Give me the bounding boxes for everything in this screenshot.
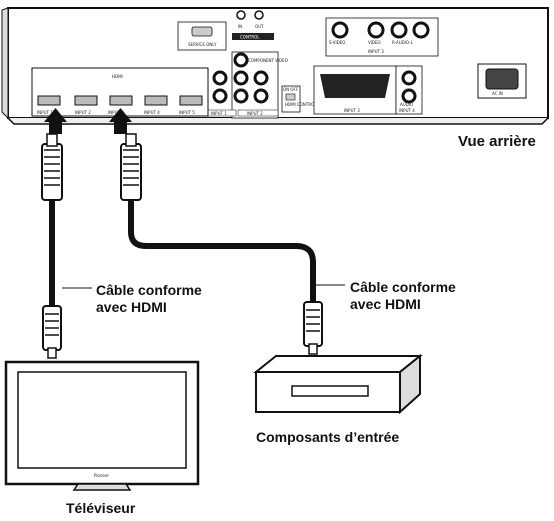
svg-text:INPUT 5: INPUT 5 — [179, 110, 195, 115]
svg-text:INPUT 2: INPUT 2 — [247, 111, 263, 116]
hdmi-control-switch: ON OFF HDMI CONTROL — [281, 85, 317, 113]
svg-text:SERVICE ONLY: SERVICE ONLY — [188, 42, 217, 47]
rear-panel: SERVICE ONLY IN OUT CONTROL COMPONENT VI… — [1, 7, 549, 125]
svg-text:HDMI: HDMI — [112, 74, 123, 79]
svg-text:COMPONENT VIDEO: COMPONENT VIDEO — [248, 58, 288, 63]
cable-label-left-line2: avec HDMI — [96, 299, 167, 315]
svg-text:HDMI CONTROL: HDMI CONTROL — [285, 102, 317, 107]
input-component-device — [253, 353, 423, 415]
service-only-port: SERVICE ONLY — [177, 21, 227, 51]
svg-text:INPUT 2: INPUT 2 — [75, 110, 91, 115]
svg-text:OUT: OUT — [255, 24, 264, 29]
svg-text:INPUT 1: INPUT 1 — [37, 110, 53, 115]
component-video-jacks: COMPONENT VIDEO INPUT 1 INPUT 2 — [207, 51, 288, 119]
arrow-left — [44, 108, 67, 134]
svg-text:ON OFF: ON OFF — [283, 87, 299, 92]
svg-text:CONTROL: CONTROL — [240, 35, 260, 40]
control-jacks: IN OUT CONTROL — [232, 10, 274, 40]
tv-label: Téléviseur — [66, 500, 136, 516]
television: Pioneer — [4, 360, 200, 491]
scart-input: INPUT 3 — [313, 65, 397, 115]
svg-text:Pioneer: Pioneer — [94, 473, 109, 478]
hdmi-cable-right — [120, 133, 345, 355]
svg-text:INPUT 3: INPUT 3 — [368, 49, 384, 54]
arrow-right — [109, 108, 132, 134]
svg-text:R-AUDIO-L: R-AUDIO-L — [392, 40, 414, 45]
svg-text:INPUT 3: INPUT 3 — [108, 110, 124, 115]
hdmi-cable-left — [41, 133, 92, 359]
rear-view-label: Vue arrière — [458, 133, 536, 150]
svg-text:AC IN: AC IN — [492, 91, 503, 96]
svg-text:VIDEO: VIDEO — [368, 40, 381, 45]
ac-inlet: AC IN — [477, 63, 527, 99]
svg-text:INPUT 4: INPUT 4 — [144, 110, 160, 115]
svg-text:INPUT 4: INPUT 4 — [399, 108, 415, 113]
svg-text:INPUT 1: INPUT 1 — [211, 111, 227, 116]
svg-text:S-VIDEO: S-VIDEO — [329, 40, 345, 45]
svg-text:INPUT 3: INPUT 3 — [344, 108, 360, 113]
svg-text:IN: IN — [238, 24, 242, 29]
input4-audio: AUDIO INPUT 4 — [395, 65, 423, 115]
input3-jacks: S-VIDEO VIDEO R-AUDIO-L INPUT 3 — [325, 17, 439, 57]
input-components-label: Composants d’entrée — [256, 429, 400, 445]
cable-label-right-line1: Câble conforme — [350, 279, 456, 295]
cable-label-right-line2: avec HDMI — [350, 296, 421, 312]
cable-label-left-line1: Câble conforme — [96, 282, 202, 298]
svg-text:AUDIO: AUDIO — [400, 102, 413, 107]
hdmi-input-bank: HDMI INPUT 1 INPUT 2 INPUT 3 INPUT 4 INP… — [31, 67, 209, 117]
